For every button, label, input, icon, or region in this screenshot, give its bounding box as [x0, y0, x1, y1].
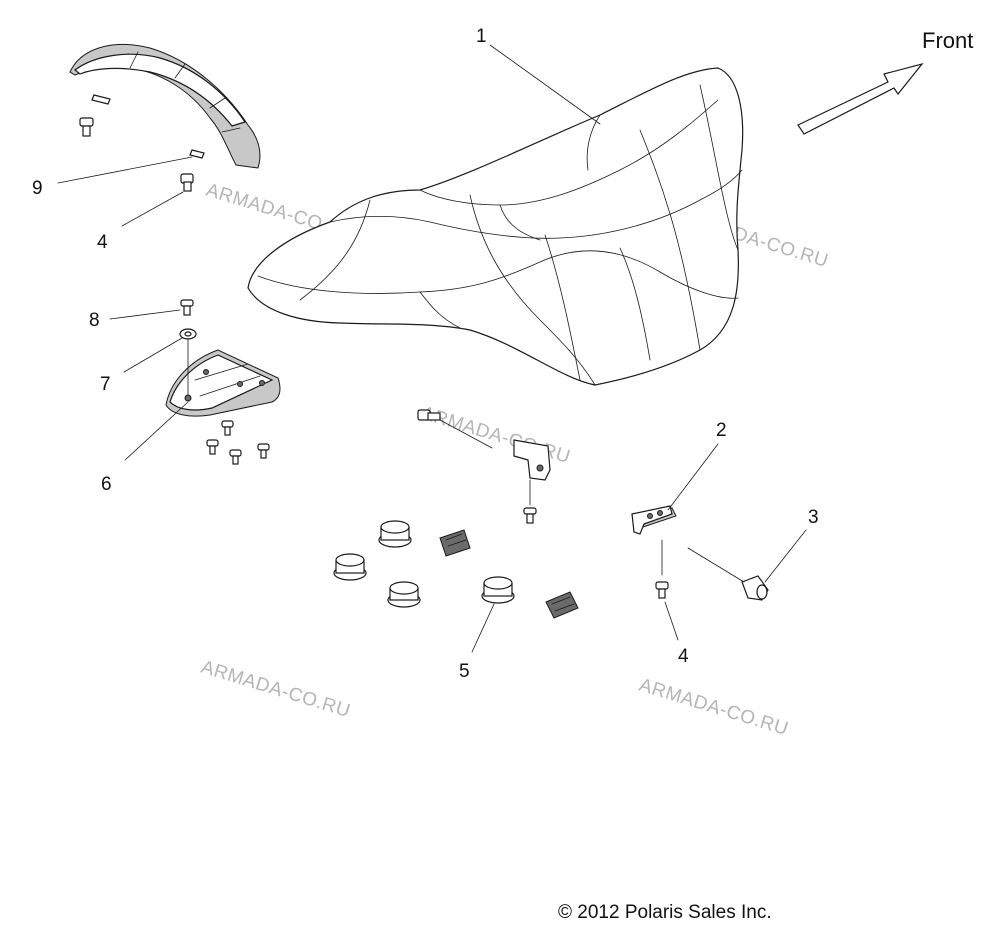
center-bolt: [417, 409, 441, 421]
plate-screws: [206, 420, 270, 465]
front-label: Front: [922, 28, 973, 53]
part-8-screw: [180, 299, 194, 316]
callout-7: 7: [100, 374, 111, 395]
callout-3: 3: [808, 507, 819, 528]
backrest-cover-part: [69, 44, 261, 169]
leader-4a: [121, 191, 184, 227]
part-7-washer: [179, 328, 197, 340]
front-arrow-icon: [797, 62, 924, 135]
grommet-1: [378, 520, 412, 548]
watermark-4: ARMADA-CO.RU: [199, 657, 353, 722]
leader-4b: [664, 601, 679, 641]
leader-2: [667, 443, 719, 511]
center-bolt-line: [439, 419, 493, 449]
leader-8: [109, 309, 181, 320]
center-bracket: [513, 439, 551, 481]
leader-5: [471, 603, 495, 653]
callout-4a: 4: [97, 232, 108, 253]
bumper-2: [545, 591, 579, 619]
part-4-lower: [655, 581, 669, 599]
leader-9: [57, 156, 193, 184]
grommet-4: [481, 576, 515, 604]
callout-1: 1: [476, 26, 487, 47]
center-screw: [523, 507, 537, 524]
part-5-grommets: [333, 520, 579, 619]
callout-8: 8: [89, 310, 100, 331]
callout-4b: 4: [678, 646, 689, 667]
leader-7: [123, 337, 183, 373]
leader-6: [124, 401, 189, 461]
part-2-bracket: [631, 505, 677, 535]
callout-5: 5: [459, 661, 470, 682]
callout-9: 9: [32, 178, 43, 199]
callout-2: 2: [716, 420, 727, 441]
part-4-upper: [180, 173, 194, 192]
copyright-notice: © 2012 Polaris Sales Inc.: [558, 902, 772, 923]
bolt-part: [79, 117, 94, 137]
grommet-2: [333, 553, 367, 581]
part-6-plate: [165, 349, 281, 417]
leader-3: [764, 529, 807, 583]
part-9: [189, 149, 205, 159]
seat-part: [247, 67, 744, 386]
part-3-bolt: [741, 575, 769, 601]
callout-6: 6: [101, 474, 112, 495]
watermark-3: ARMADA-CO.RU: [419, 403, 573, 468]
bumper-1: [439, 529, 471, 557]
grommet-3: [387, 581, 421, 608]
clip-part: [91, 94, 111, 105]
watermark-5: ARMADA-CO.RU: [637, 675, 791, 740]
leader-3-dash: [687, 547, 745, 583]
leader-1: [489, 44, 601, 125]
